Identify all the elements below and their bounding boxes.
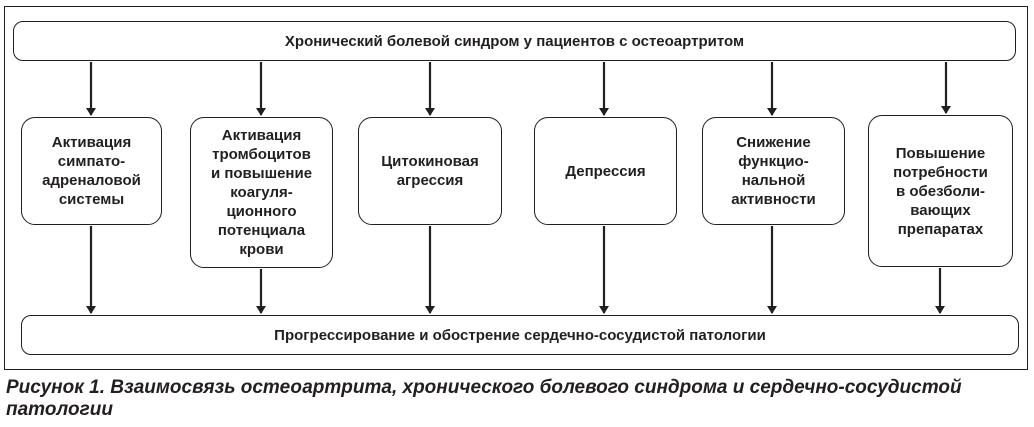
top-box-label: Хронический болевой синдром у пациентов … — [284, 32, 745, 50]
figure-frame — [4, 6, 1028, 370]
figure-caption: Рисунок 1. Взаимосвязь остеоартрита, хро… — [6, 377, 962, 420]
bottom-box: Прогрессирование и обострение сердечно-с… — [21, 315, 1019, 355]
middle-box-5: Снижение функцио- нальной активности — [702, 117, 845, 225]
middle-box-5-label: Снижение функцио- нальной активности — [731, 134, 816, 208]
middle-box-4: Депрессия — [534, 117, 677, 225]
middle-box-1-label: Активация симпато- адреналовой системы — [42, 134, 141, 208]
middle-box-6: Повышение потребности в обезболи- вающих… — [868, 115, 1013, 267]
middle-box-4-label: Депрессия — [565, 162, 646, 180]
middle-box-6-label: Повышение потребности в обезболи- вающих… — [893, 144, 988, 238]
middle-box-1: Активация симпато- адреналовой системы — [21, 117, 162, 225]
middle-box-2: Активация тромбоцитов и повышение коагул… — [190, 117, 333, 268]
middle-box-2-label: Активация тромбоцитов и повышение коагул… — [210, 127, 313, 258]
top-box: Хронический болевой синдром у пациентов … — [13, 21, 1016, 61]
middle-box-3-label: Цитокиновая агрессия — [381, 153, 479, 189]
bottom-box-label: Прогрессирование и обострение сердечно-с… — [274, 326, 766, 344]
middle-box-3: Цитокиновая агрессия — [358, 117, 502, 225]
